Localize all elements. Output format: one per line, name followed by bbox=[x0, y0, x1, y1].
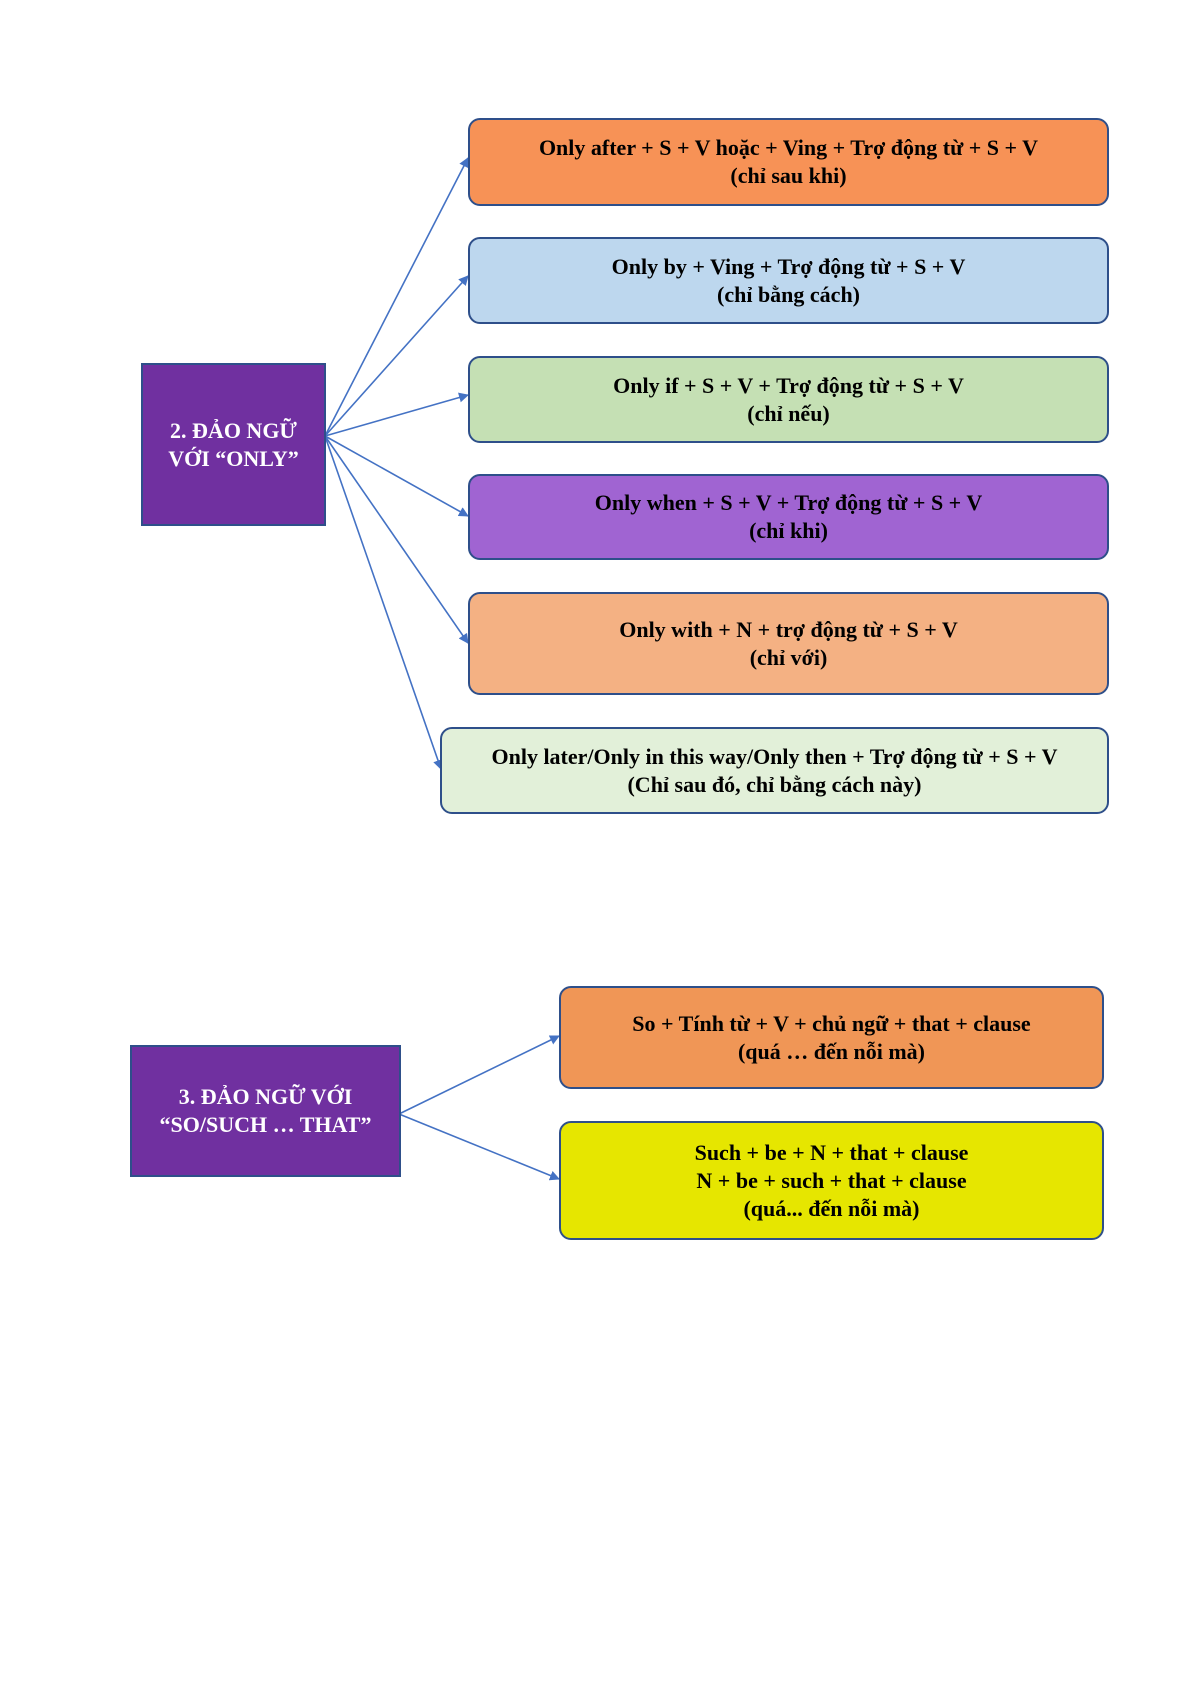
node-only-when: Only when + S + V + Trợ động từ + S + V … bbox=[468, 474, 1109, 560]
node-only-with: Only with + N + trợ động từ + S + V (chỉ… bbox=[468, 592, 1109, 695]
arrow-to-only-by bbox=[324, 275, 469, 437]
node-meaning: (chỉ khi) bbox=[749, 518, 828, 543]
hub-line-1: 2. ĐẢO NGỮ bbox=[170, 417, 297, 443]
node-rule: Only by + Ving + Trợ động từ + S + V bbox=[611, 253, 966, 279]
node-meaning: (Chỉ sau đó, chỉ bằng cách này) bbox=[627, 771, 922, 797]
hub-dao-ngu-voi-so-such-that: 3. ĐẢO NGỮ VỚI “SO/SUCH … THAT” bbox=[130, 1045, 401, 1177]
node-meaning: (quá... đến nỗi mà) bbox=[743, 1195, 920, 1221]
node-only-after: Only after + S + V hoặc + Ving + Trợ độn… bbox=[468, 118, 1109, 206]
node-only-later: Only later/Only in this way/Only then + … bbox=[440, 727, 1109, 814]
node-only-by: Only by + Ving + Trợ động từ + S + V (ch… bbox=[468, 237, 1109, 324]
hub-line-2: VỚI “ONLY” bbox=[168, 445, 299, 471]
arrow-to-so-that bbox=[398, 1035, 560, 1115]
node-rule-alt: N + be + such + that + clause bbox=[696, 1167, 967, 1193]
node-meaning: (chỉ bằng cách) bbox=[717, 281, 860, 307]
node-rule: Such + be + N + that + clause bbox=[694, 1139, 969, 1165]
hub-line-1: 3. ĐẢO NGỮ VỚI bbox=[178, 1084, 353, 1109]
node-rule: Only if + S + V + Trợ động từ + S + V bbox=[613, 372, 964, 398]
arrow-to-such-that bbox=[398, 1113, 560, 1181]
node-meaning: (chỉ nếu) bbox=[747, 400, 830, 426]
node-rule: So + Tính từ + V + chủ ngữ + that + clau… bbox=[632, 1010, 1031, 1036]
arrow-to-only-later bbox=[324, 435, 443, 770]
node-only-if: Only if + S + V + Trợ động từ + S + V (c… bbox=[468, 356, 1109, 443]
hub-line-2: “SO/SUCH … THAT” bbox=[159, 1112, 372, 1137]
arrow-to-only-if bbox=[324, 392, 469, 437]
arrow-to-only-after bbox=[324, 157, 469, 437]
node-such-that: Such + be + N + that + clause N + be + s… bbox=[559, 1121, 1104, 1240]
node-rule: Only when + S + V + Trợ động từ + S + V bbox=[594, 490, 983, 515]
node-rule: Only with + N + trợ động từ + S + V bbox=[619, 616, 958, 642]
arrow-to-only-with bbox=[324, 435, 469, 644]
node-meaning: (chỉ sau khi) bbox=[730, 163, 847, 188]
node-rule: Only after + S + V hoặc + Ving + Trợ độn… bbox=[538, 135, 1039, 160]
arrow-to-only-when bbox=[324, 435, 469, 517]
node-meaning: (chỉ với) bbox=[749, 644, 828, 670]
node-rule: Only later/Only in this way/Only then + … bbox=[491, 743, 1058, 769]
node-so-that: So + Tính từ + V + chủ ngữ + that + clau… bbox=[559, 986, 1104, 1089]
hub-dao-ngu-voi-only: 2. ĐẢO NGỮ VỚI “ONLY” bbox=[141, 363, 326, 526]
node-meaning: (quá … đến nỗi mà) bbox=[737, 1038, 926, 1064]
